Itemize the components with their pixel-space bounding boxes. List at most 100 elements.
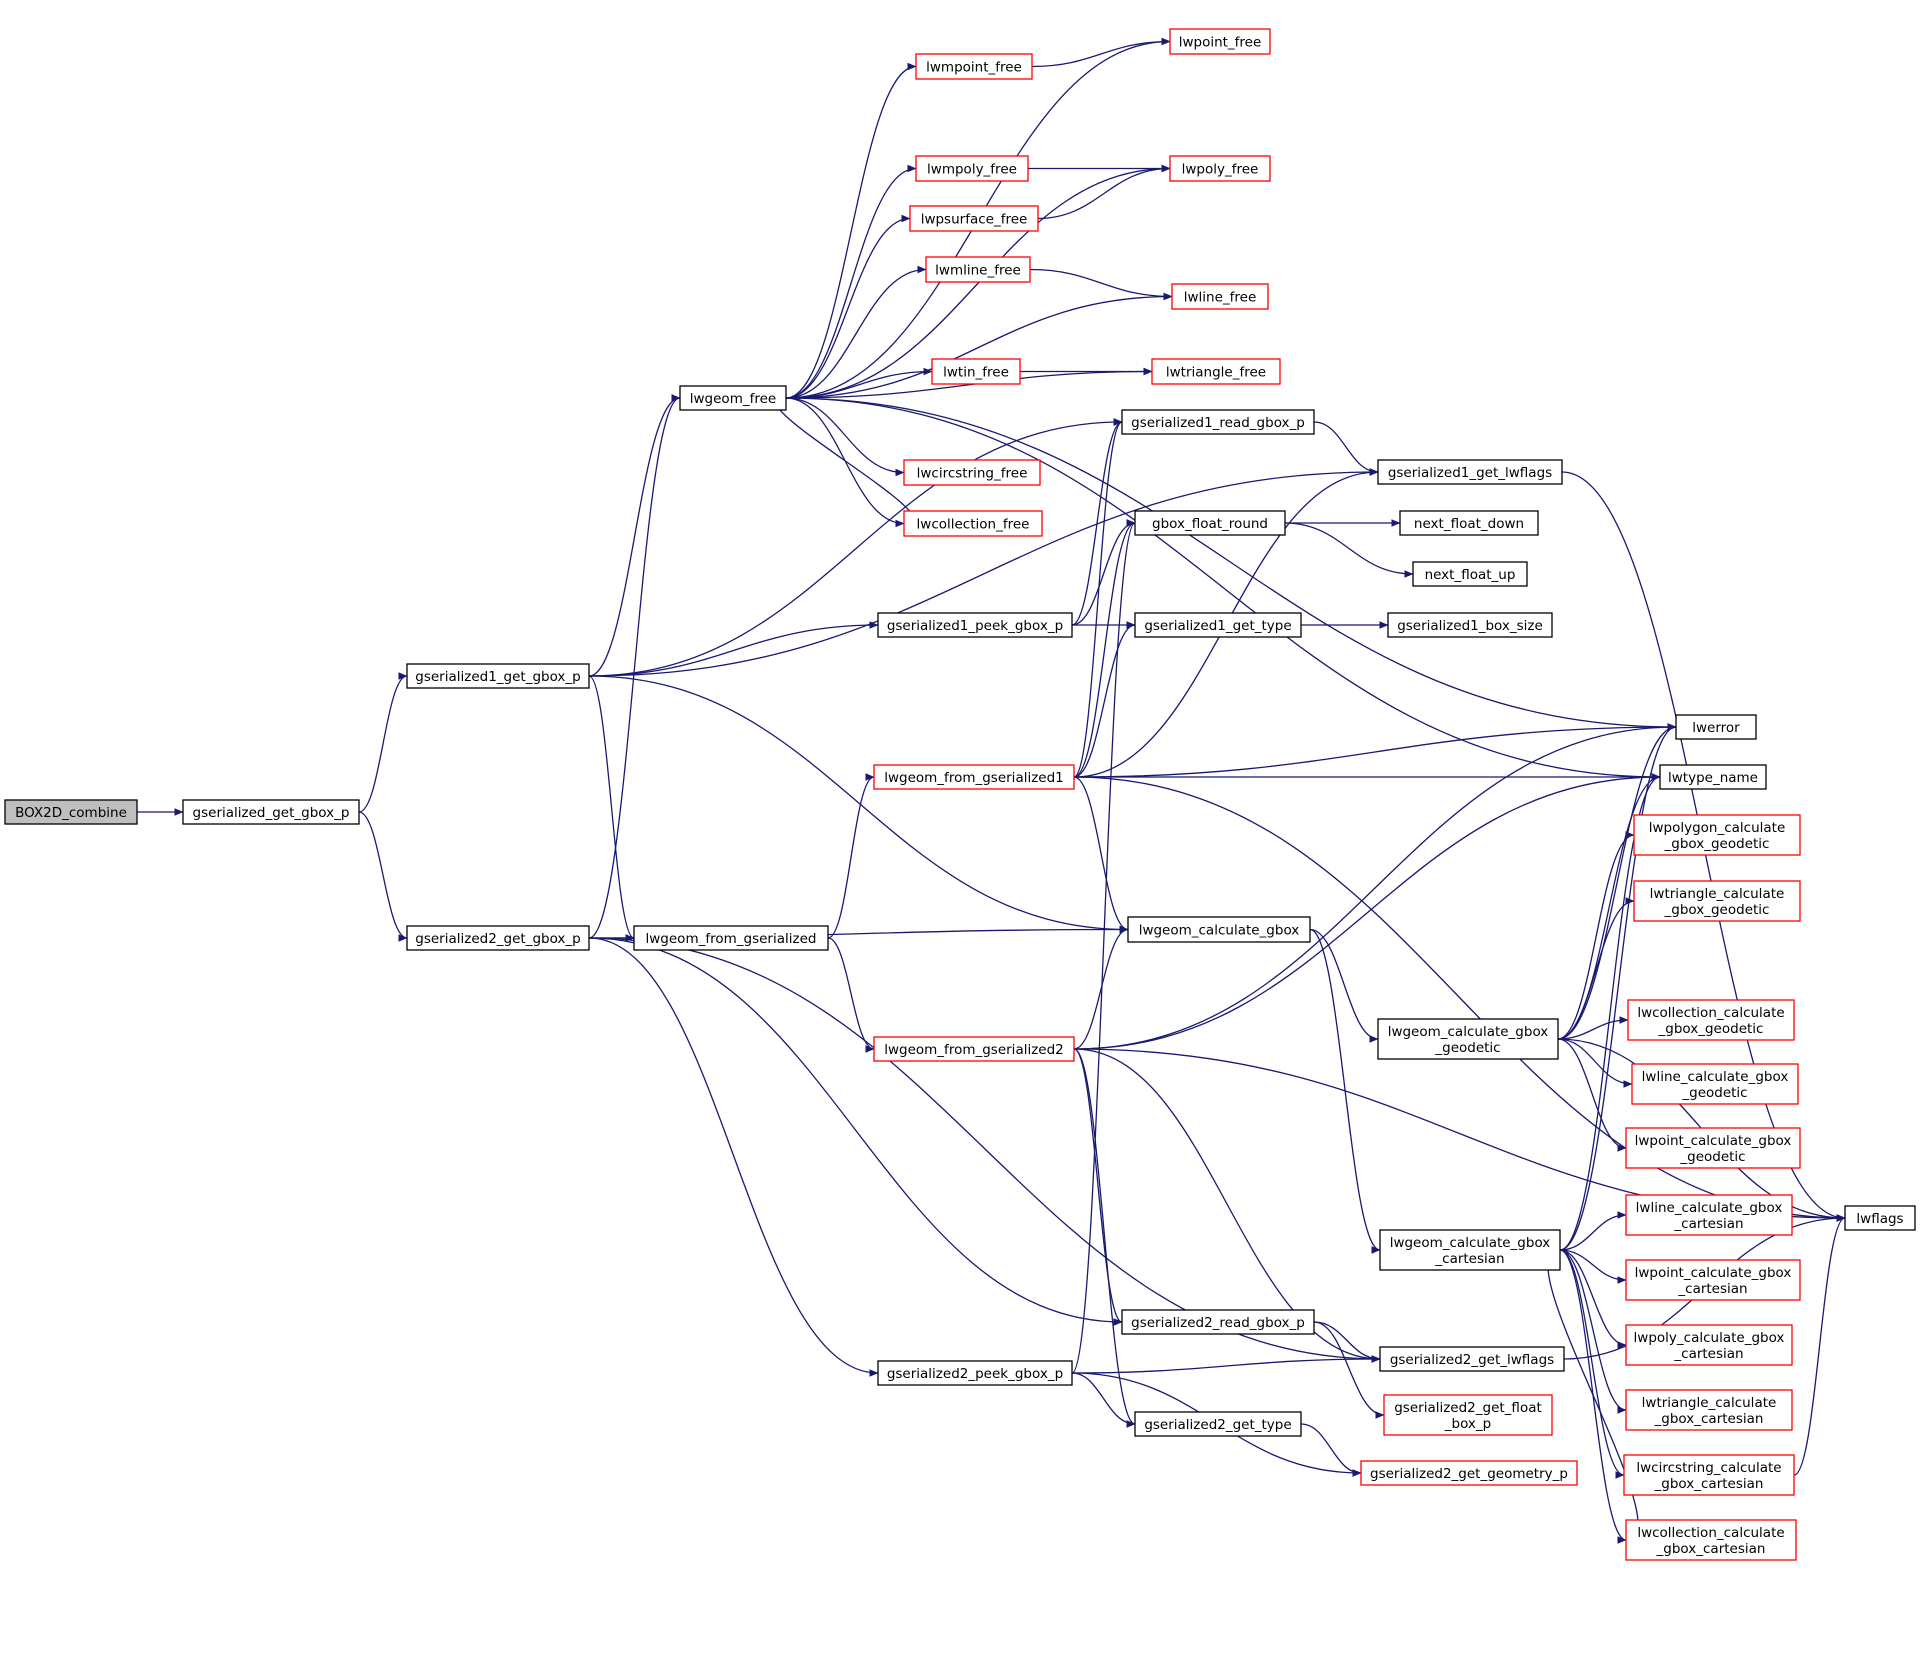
node-lwmline_free[interactable]: lwmline_free xyxy=(925,256,1031,283)
node-gserialized1_get_gbox_p[interactable]: gserialized1_get_gbox_p xyxy=(406,663,590,689)
node-lwgeom_calculate_gbox_cartesian[interactable]: lwgeom_calculate_gbox_cartesian xyxy=(1379,1229,1561,1271)
node-lwmpoint_free[interactable]: lwmpoint_free xyxy=(915,53,1033,80)
node-lwgeom_from_gserialized1[interactable]: lwgeom_from_gserialized1 xyxy=(873,764,1075,790)
edge-lwmline_free-to-lwline_free xyxy=(1029,268,1173,301)
node-box xyxy=(1169,28,1271,55)
node-lwgeom_free[interactable]: lwgeom_free xyxy=(679,385,787,411)
node-label: gserialized2_get_geometry_p xyxy=(1370,1466,1568,1482)
node-label: _cartesian xyxy=(1673,1346,1743,1362)
edge-lwgeom_free-to-lwpoly_free xyxy=(785,164,1171,399)
node-gserialized2_get_geometry_p[interactable]: gserialized2_get_geometry_p xyxy=(1360,1460,1578,1486)
node-lwtype_name[interactable]: lwtype_name xyxy=(1659,764,1767,790)
node-lwmpoly_free[interactable]: lwmpoly_free xyxy=(915,155,1029,182)
edge-lwgeom_from_gserialized2-to-lwgeom_calculate_gbox xyxy=(1073,925,1129,1050)
node-label: lwcollection_calculate xyxy=(1637,1525,1784,1541)
node-label: next_float_down xyxy=(1414,516,1524,532)
node-lwcollection_free[interactable]: lwcollection_free xyxy=(903,510,1043,537)
node-gserialized2_get_type[interactable]: gserialized2_get_type xyxy=(1134,1411,1302,1437)
node-label: gserialized1_box_size xyxy=(1397,618,1543,634)
node-next_float_up[interactable]: next_float_up xyxy=(1412,561,1528,587)
node-gbox_float_round[interactable]: gbox_float_round xyxy=(1134,510,1286,536)
node-gserialized2_peek_gbox_p[interactable]: gserialized2_peek_gbox_p xyxy=(877,1360,1073,1386)
node-box xyxy=(633,925,829,951)
node-box xyxy=(931,358,1021,385)
node-gserialized1_get_type[interactable]: gserialized1_get_type xyxy=(1134,612,1302,638)
node-box xyxy=(1134,1411,1302,1437)
node-lwtriangle_calculate_gbox_geodetic[interactable]: lwtriangle_calculate_gbox_geodetic xyxy=(1633,880,1801,922)
node-lwgeom_from_gserialized2[interactable]: lwgeom_from_gserialized2 xyxy=(873,1036,1075,1062)
node-label: lwcollection_free xyxy=(917,517,1030,533)
node-lwcollection_calculate_gbox_geodetic[interactable]: lwcollection_calculate_gbox_geodetic xyxy=(1627,999,1795,1041)
edge-lwmpoint_free-to-lwpoint_free xyxy=(1031,37,1171,68)
node-gserialized1_peek_gbox_p[interactable]: gserialized1_peek_gbox_p xyxy=(877,612,1073,638)
node-gserialized2_get_lwflags[interactable]: gserialized2_get_lwflags xyxy=(1379,1346,1565,1372)
node-lwline_free[interactable]: lwline_free xyxy=(1171,283,1269,310)
edge-gserialized1_get_gbox_p-to-lwgeom_from_gserialized xyxy=(588,675,635,942)
node-box xyxy=(679,385,787,411)
node-lwtin_free[interactable]: lwtin_free xyxy=(931,358,1021,385)
node-box xyxy=(1659,764,1767,790)
node-box xyxy=(1625,1389,1793,1431)
node-gserialized2_get_float_box_p[interactable]: gserialized2_get_float_box_p xyxy=(1383,1394,1553,1436)
node-box xyxy=(1399,510,1539,536)
edge-gserialized2_peek_gbox_p-to-gbox_float_round xyxy=(1071,519,1136,1374)
node-label: lwtype_name xyxy=(1668,770,1758,786)
edge-lwgeom_calculate_gbox_cartesian-to-lwcircstring_calculate_gbox_cartesian xyxy=(1559,1249,1625,1479)
node-next_float_down[interactable]: next_float_down xyxy=(1399,510,1539,536)
node-box xyxy=(909,205,1039,232)
node-gserialized1_read_gbox_p[interactable]: gserialized1_read_gbox_p xyxy=(1121,409,1315,435)
node-lwgeom_calculate_gbox[interactable]: lwgeom_calculate_gbox xyxy=(1127,916,1311,943)
node-gserialized_get_gbox_p[interactable]: gserialized_get_gbox_p xyxy=(182,799,360,825)
node-box xyxy=(1631,1063,1799,1105)
node-lwtriangle_free[interactable]: lwtriangle_free xyxy=(1151,358,1281,385)
node-label: lwgeom_from_gserialized1 xyxy=(884,770,1064,786)
node-label: _cartesian xyxy=(1677,1281,1747,1297)
node-lwpoint_free[interactable]: lwpoint_free xyxy=(1169,28,1271,55)
node-lwgeom_calculate_gbox_geodetic[interactable]: lwgeom_calculate_gbox_geodetic xyxy=(1377,1018,1559,1060)
node-label: lwgeom_free xyxy=(690,391,776,407)
edge-lwgeom_from_gserialized1-to-gserialized1_read_gbox_p xyxy=(1073,418,1123,778)
node-lwgeom_from_gserialized[interactable]: lwgeom_from_gserialized xyxy=(633,925,829,951)
node-lwpsurface_free[interactable]: lwpsurface_free xyxy=(909,205,1039,232)
node-lwpoint_calculate_gbox_geodetic[interactable]: lwpoint_calculate_gbox_geodetic xyxy=(1625,1127,1801,1169)
node-lwline_calculate_gbox_geodetic[interactable]: lwline_calculate_gbox_geodetic xyxy=(1631,1063,1799,1105)
node-gserialized2_get_gbox_p[interactable]: gserialized2_get_gbox_p xyxy=(406,925,590,951)
node-lwpolygon_calculate_gbox_geodetic[interactable]: lwpolygon_calculate_gbox_geodetic xyxy=(1633,814,1801,856)
edge-lwgeom_from_gserialized2-to-lwerror xyxy=(1073,723,1677,1050)
node-box xyxy=(1379,1229,1561,1271)
node-lwline_calculate_gbox_cartesian[interactable]: lwline_calculate_gbox_cartesian xyxy=(1625,1194,1793,1236)
node-lwcircstring_calculate_gbox_cartesian[interactable]: lwcircstring_calculate_gbox_cartesian xyxy=(1623,1454,1795,1496)
node-label: lwmline_free xyxy=(935,263,1021,279)
node-gserialized1_box_size[interactable]: gserialized1_box_size xyxy=(1387,612,1553,638)
node-lwpoly_calculate_gbox_cartesian[interactable]: lwpoly_calculate_gbox_cartesian xyxy=(1625,1324,1793,1366)
edge-lwgeom_free-to-lwline_free xyxy=(785,292,1173,399)
edge-gserialized_get_gbox_p-to-gserialized1_get_gbox_p xyxy=(358,672,408,813)
node-label: gserialized2_get_float xyxy=(1394,1400,1542,1416)
node-lwerror[interactable]: lwerror xyxy=(1675,714,1757,740)
node-lwflags[interactable]: lwflags xyxy=(1844,1205,1916,1231)
edge-lwgeom_free-to-lwmpoint_free xyxy=(785,62,917,399)
node-lwtriangle_calculate_gbox_cartesian[interactable]: lwtriangle_calculate_gbox_cartesian xyxy=(1625,1389,1793,1431)
node-label: gserialized1_get_type xyxy=(1144,618,1291,634)
node-label: lwgeom_from_gserialized xyxy=(646,931,817,947)
edge-gserialized1_read_gbox_p-to-gserialized1_get_lwflags xyxy=(1313,421,1379,476)
edge-lwgeom_from_gserialized1-to-lwgeom_calculate_gbox xyxy=(1073,776,1129,934)
node-label: lwtriangle_calculate xyxy=(1642,1395,1777,1411)
node-box xyxy=(873,1036,1075,1062)
node-box xyxy=(1169,155,1271,182)
node-lwcollection_calculate_gbox_cartesian[interactable]: lwcollection_calculate_gbox_cartesian xyxy=(1625,1519,1797,1561)
node-lwpoint_calculate_gbox_cartesian[interactable]: lwpoint_calculate_gbox_cartesian xyxy=(1625,1259,1801,1301)
node-lwpoly_free[interactable]: lwpoly_free xyxy=(1169,155,1271,182)
node-box xyxy=(1134,510,1286,536)
edge-lwgeom_calculate_gbox_geodetic-to-lwpolygon_calculate_gbox_geodetic xyxy=(1557,831,1635,1040)
node-gserialized1_get_lwflags[interactable]: gserialized1_get_lwflags xyxy=(1377,459,1563,485)
node-gserialized2_read_gbox_p[interactable]: gserialized2_read_gbox_p xyxy=(1121,1309,1315,1335)
edge-lwgeom_calculate_gbox_cartesian-to-lwtriangle_calculate_gbox_cartesian xyxy=(1559,1249,1627,1414)
edge-gserialized2_get_gbox_p-to-gserialized2_peek_gbox_p xyxy=(588,937,879,1377)
node-box2d_combine[interactable]: BOX2D_combine xyxy=(4,799,138,825)
node-lwcircstring_free[interactable]: lwcircstring_free xyxy=(903,459,1041,486)
node-label: gserialized1_peek_gbox_p xyxy=(887,618,1063,634)
node-box xyxy=(1625,1194,1793,1236)
node-label: _gbox_geodetic xyxy=(1658,1021,1764,1037)
edge-gserialized2_get_type-to-gserialized2_get_geometry_p xyxy=(1300,1423,1362,1477)
